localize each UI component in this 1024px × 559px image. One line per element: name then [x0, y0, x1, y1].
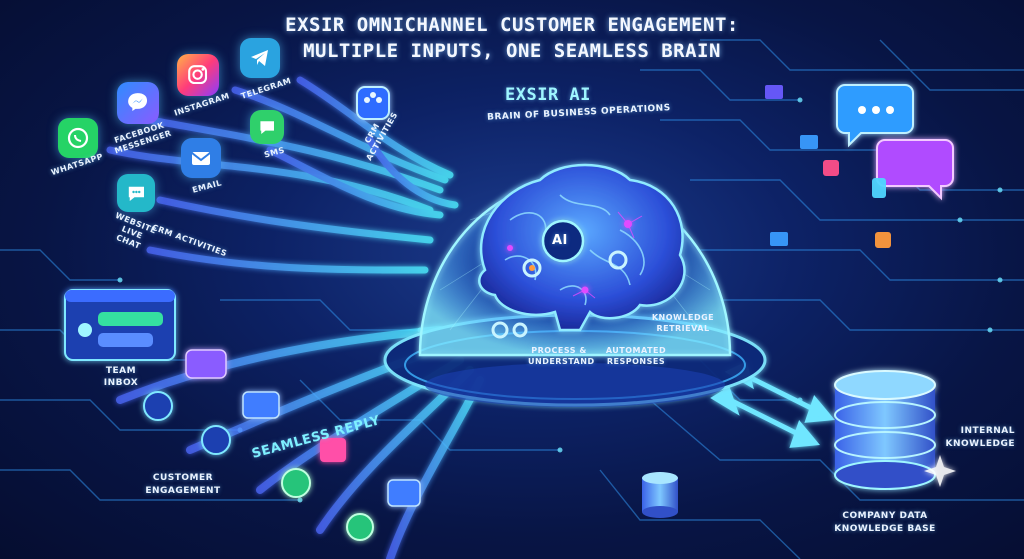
sms-icon: [250, 110, 284, 144]
title-line-1: EXSIR OMNICHANNEL CUSTOMER ENGAGEMENT:: [285, 14, 739, 36]
whatsapp-icon: [58, 118, 98, 158]
ai-chip-label: AI: [552, 233, 568, 248]
label-automated: AUTOMATED RESPONSES: [605, 346, 667, 366]
message-icon: [242, 391, 280, 419]
label-team-inbox: TEAM INBOX: [103, 366, 139, 388]
title-line-2: MULTIPLE INPUTS, ONE SEAMLESS BRAIN: [303, 40, 721, 62]
chat-bubble-icon: [836, 84, 954, 201]
label-process: PROCESS & UNDERSTAND: [528, 346, 595, 366]
send-icon: [387, 479, 421, 507]
team-inbox-window: [64, 289, 176, 361]
label-internal-knowledge: INTERNAL KNOWLEDGE: [945, 426, 1015, 449]
phone-icon-2: [346, 513, 374, 541]
label-company-data: COMPANY DATA KNOWLEDGE BASE: [834, 511, 936, 534]
small-database-icon: [642, 472, 678, 518]
label-customer-engagement: CUSTOMER ENGAGEMENT: [145, 473, 221, 496]
brain-name: EXSIR AI: [505, 85, 591, 105]
sparkle-icon: [924, 455, 956, 487]
livechat-icon: [117, 174, 155, 212]
telegram-icon: [240, 38, 280, 78]
chat-icon: [185, 349, 227, 379]
envelope-icon: [143, 391, 173, 421]
label-knowledge: KNOWLEDGE RETRIEVAL: [651, 313, 715, 333]
messenger-icon: [117, 82, 159, 124]
heart-icon: [320, 438, 346, 462]
instagram-icon: [177, 54, 219, 96]
ai-chip: [541, 219, 585, 263]
chat-small-icon: [201, 425, 231, 455]
email-icon: [181, 138, 221, 178]
gear-icon: [491, 250, 628, 339]
crm-icon: [356, 86, 390, 120]
database-icon: [834, 370, 936, 490]
phone-icon: [281, 468, 311, 498]
